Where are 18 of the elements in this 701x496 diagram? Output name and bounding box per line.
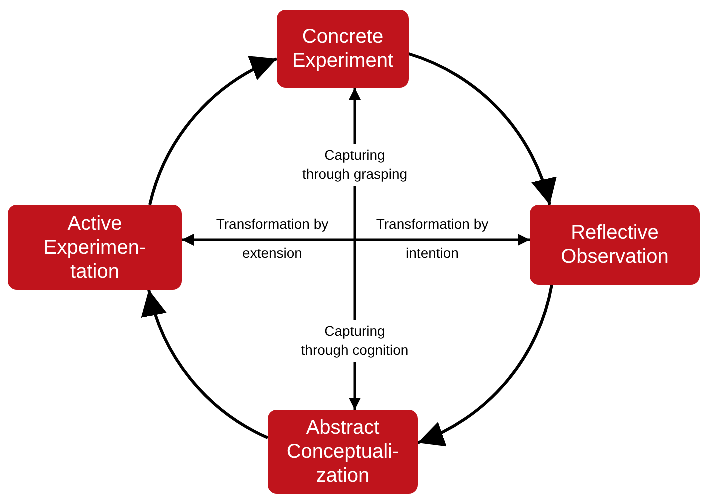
arrow: [182, 234, 355, 246]
edge-label: Transformation by extension: [215, 215, 330, 263]
edge-label: Capturing through grasping: [300, 144, 410, 186]
arrow: [417, 284, 554, 445]
arrow: [143, 290, 269, 440]
edge-label: Transformation by intention: [375, 215, 490, 263]
edge-label: Capturing through cognition: [300, 320, 410, 362]
node-label: Concrete Experiment: [291, 25, 395, 73]
node-label: Reflective Observation: [560, 221, 670, 269]
node-label: Abstract Conceptuali- zation: [286, 416, 400, 488]
process-box: [530, 205, 700, 285]
process-box: [277, 10, 409, 88]
process-box: [8, 205, 182, 290]
arrow: [148, 58, 278, 206]
arrow: [355, 234, 530, 246]
node-label: Active Experimen- tation: [42, 212, 148, 284]
process-box: [268, 410, 418, 494]
arrow: [408, 52, 556, 206]
